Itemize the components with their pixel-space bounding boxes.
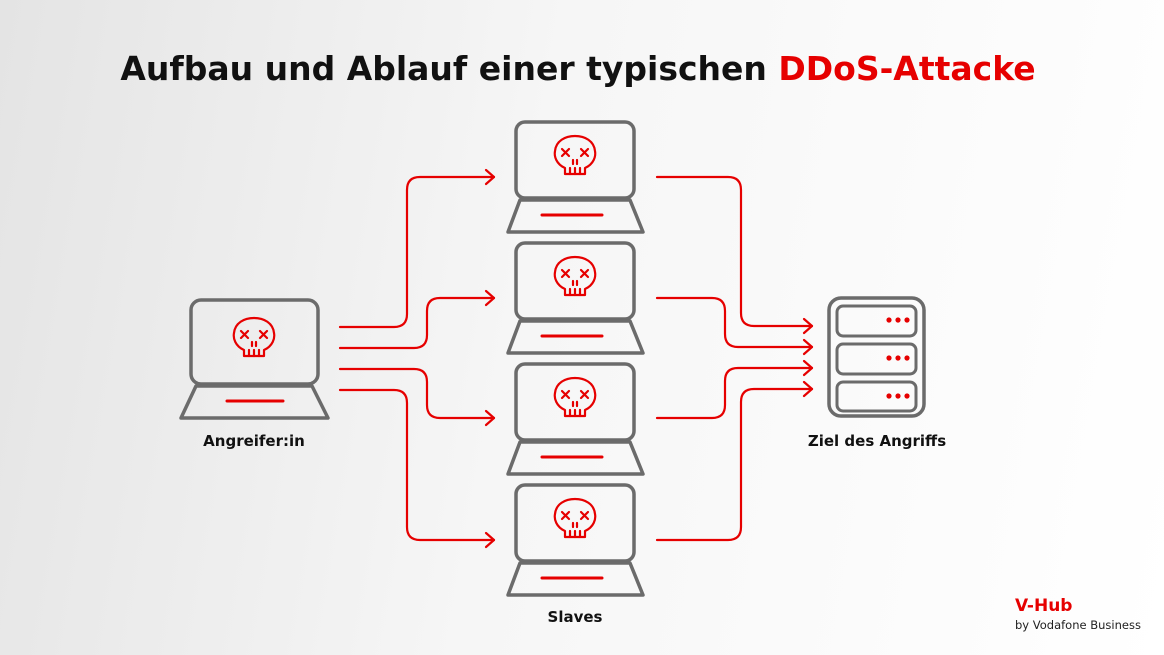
attack-arrows-to-slaves <box>338 168 496 549</box>
vhub-logo: V-Hub by Vodafone Business <box>1015 596 1141 632</box>
server-icon <box>827 296 926 418</box>
skull-icon <box>553 134 597 176</box>
attacker-label: Angreifer:in <box>203 432 305 450</box>
logo-name: V-Hub <box>1015 596 1072 616</box>
skull-icon <box>553 255 597 297</box>
title-highlight: DDoS-Attacke <box>778 49 1035 88</box>
title-text: Aufbau und Ablauf einer typischen <box>120 49 778 88</box>
slave-laptop-icon <box>506 241 645 355</box>
slave-laptop-icon <box>506 120 645 234</box>
slave-laptop-icon <box>506 483 645 597</box>
slave-laptop-icon <box>506 362 645 476</box>
skull-icon <box>232 316 276 358</box>
attacker-laptop-icon <box>179 298 330 420</box>
attack-arrows-to-target <box>655 175 814 542</box>
skull-icon <box>553 497 597 539</box>
slaves-label: Slaves <box>548 608 603 626</box>
skull-icon <box>553 376 597 418</box>
page-title: Aufbau und Ablauf einer typischen DDoS-A… <box>120 49 1035 88</box>
target-label: Ziel des Angriffs <box>808 432 946 450</box>
logo-tagline: by Vodafone Business <box>1015 618 1141 632</box>
